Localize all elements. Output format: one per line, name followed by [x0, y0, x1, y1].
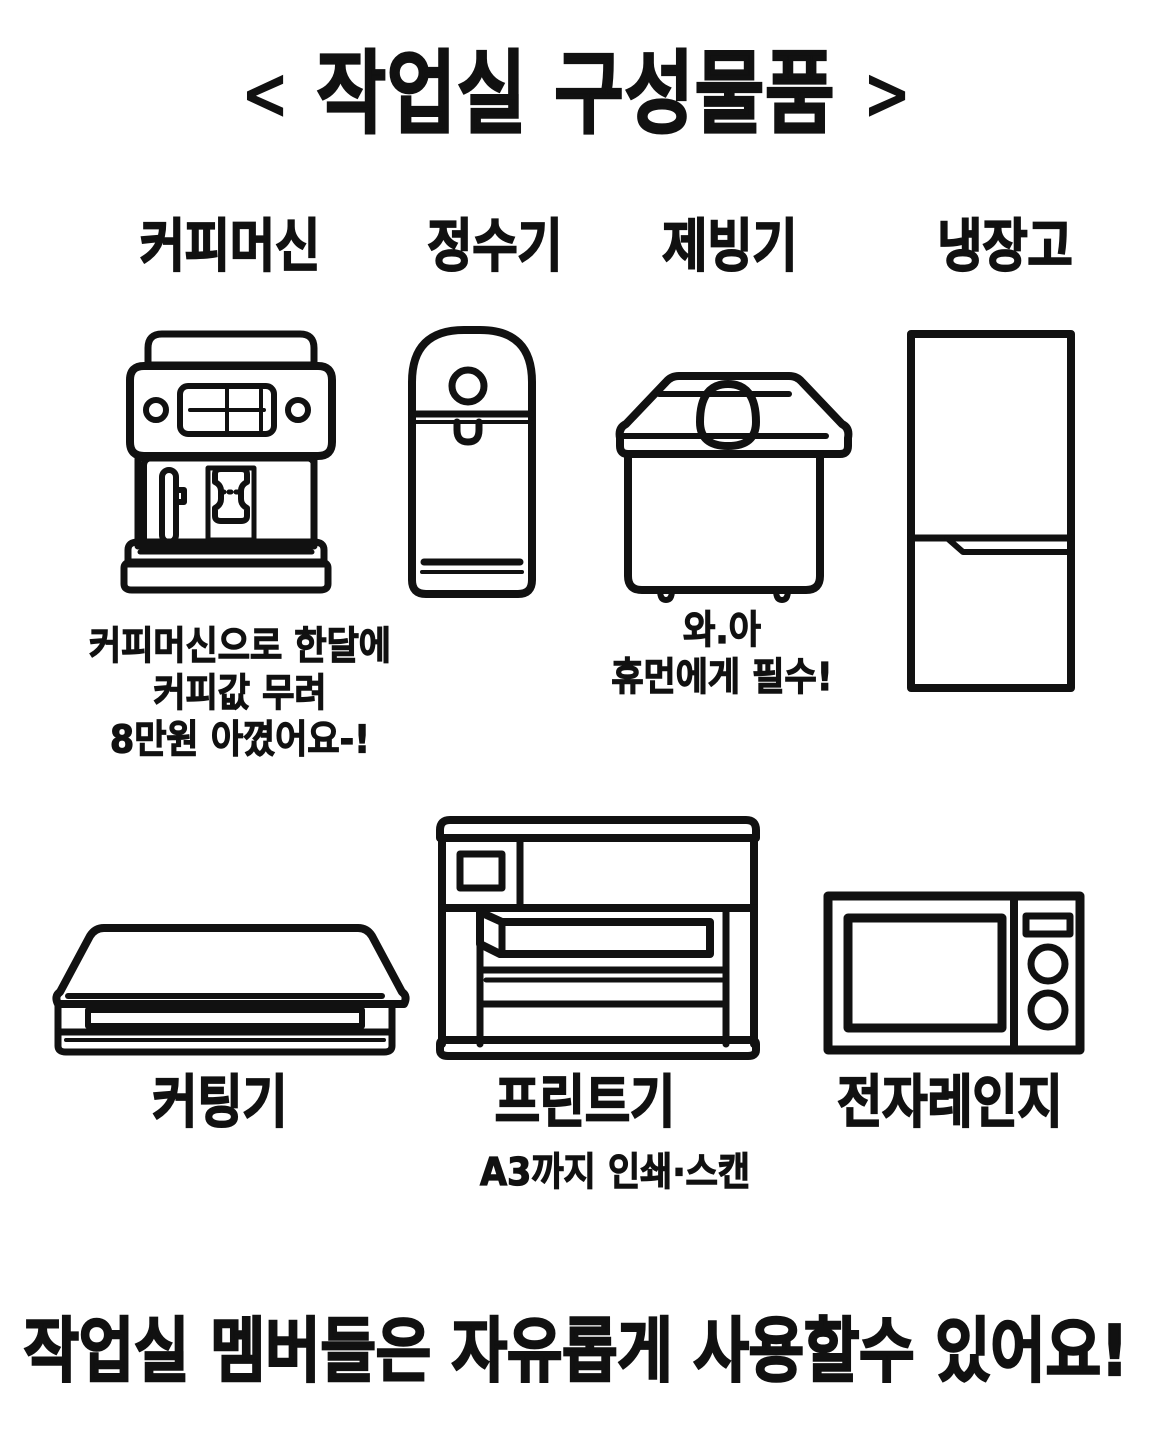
- item-label-cutting-machine: 커팅기: [152, 1069, 289, 1136]
- refrigerator-icon: [903, 326, 1083, 696]
- item-label-ice-maker: 제빙기: [662, 213, 799, 280]
- page-title: < 작업실 구성물품 >: [0, 47, 1152, 139]
- caption-printer: A3까지 인쇄·스캔: [479, 1150, 751, 1195]
- printer-icon: [430, 812, 766, 1062]
- water-purifier-icon: [402, 320, 542, 600]
- title-open-bracket: <: [240, 51, 290, 137]
- item-label-microwave: 전자레인지: [836, 1069, 1063, 1136]
- item-label-printer: 프린트기: [494, 1069, 676, 1136]
- microwave-icon: [820, 888, 1088, 1058]
- ice-maker-icon: [604, 358, 853, 608]
- footer-tagline: 작업실 멤버들은 자유롭게 사용할수 있어요!: [23, 1311, 1130, 1393]
- item-label-water-purifier: 정수기: [427, 213, 564, 280]
- page-title-text: 작업실 구성물품: [316, 40, 836, 146]
- cutting-machine-icon: [50, 918, 410, 1058]
- item-label-refrigerator: 냉장고: [937, 213, 1074, 280]
- caption-coffee-machine: 커피머신으로 한달에 커피값 무려 8만원 아꼈어요-!: [88, 624, 391, 763]
- coffee-machine-icon: [118, 318, 344, 598]
- caption-ice-maker: 와.아 휴먼에게 필수!: [611, 608, 833, 700]
- item-label-coffee-machine: 커피머신: [139, 213, 321, 280]
- title-close-bracket: >: [862, 51, 912, 137]
